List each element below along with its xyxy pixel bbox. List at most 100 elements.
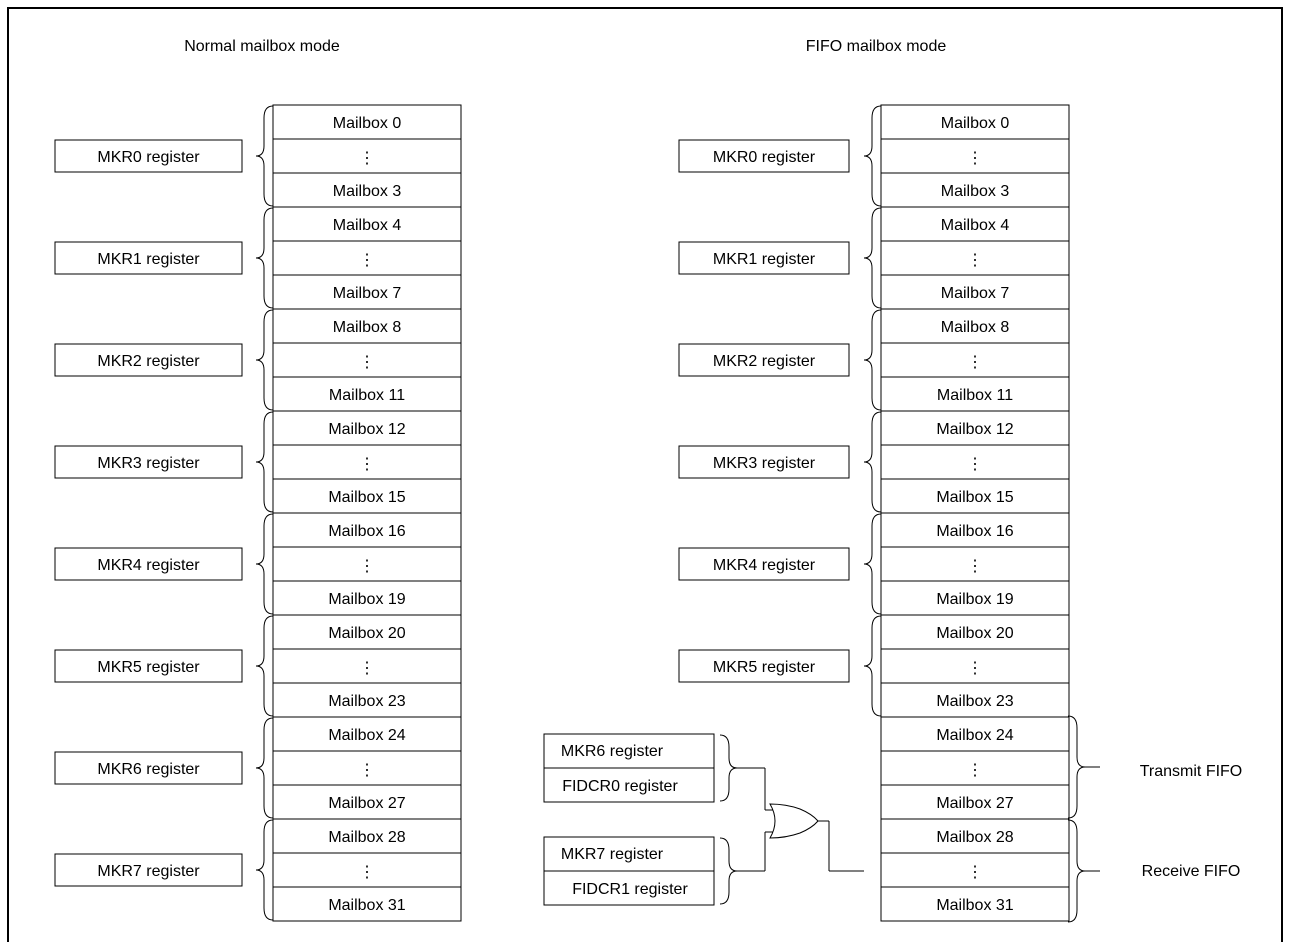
group-brace xyxy=(255,207,274,309)
transmit-fifo-label: Transmit FIFO xyxy=(1140,763,1243,780)
register-box xyxy=(678,445,850,479)
mailbox-cell xyxy=(272,444,462,480)
ellipsis-icon: ⋮ xyxy=(967,762,983,779)
register-pair-brace xyxy=(719,734,738,802)
group-brace xyxy=(863,309,882,411)
mailbox-label: Mailbox 20 xyxy=(328,625,405,642)
register-label: MKR4 register xyxy=(97,557,200,574)
mailbox-cell xyxy=(272,138,462,174)
mailbox-cell xyxy=(272,818,462,854)
mailbox-cell xyxy=(880,444,1070,480)
ellipsis-icon: ⋮ xyxy=(359,660,375,677)
mailbox-cell xyxy=(272,852,462,888)
mailbox-cell xyxy=(880,818,1070,854)
mailbox-cell xyxy=(272,274,462,310)
mailbox-label: Mailbox 15 xyxy=(936,489,1013,506)
mailbox-cell xyxy=(880,274,1070,310)
register-box xyxy=(54,343,243,377)
mailbox-cell xyxy=(880,206,1070,242)
mailbox-label: Mailbox 23 xyxy=(936,693,1013,710)
mailbox-label: Mailbox 4 xyxy=(941,217,1010,234)
ellipsis-icon: ⋮ xyxy=(359,864,375,881)
register-label: MKR1 register xyxy=(713,251,816,268)
or-gate-icon xyxy=(769,803,819,839)
normal-mode-title: Normal mailbox mode xyxy=(184,38,340,55)
register-label: MKR7 register xyxy=(97,863,200,880)
group-brace xyxy=(255,717,274,819)
mailbox-label: Mailbox 27 xyxy=(936,795,1013,812)
register-box xyxy=(678,547,850,581)
ellipsis-icon: ⋮ xyxy=(967,150,983,167)
mailbox-label: Mailbox 12 xyxy=(328,421,405,438)
register-label: MKR7 register xyxy=(561,846,664,863)
ellipsis-icon: ⋮ xyxy=(359,456,375,473)
mailbox-label: Mailbox 24 xyxy=(328,727,405,744)
register-box xyxy=(543,733,715,769)
mailbox-label: Mailbox 8 xyxy=(333,319,402,336)
group-brace xyxy=(863,513,882,615)
ellipsis-icon: ⋮ xyxy=(359,354,375,371)
mailbox-label: Mailbox 19 xyxy=(936,591,1013,608)
mailbox-cell xyxy=(272,342,462,378)
mailbox-cell xyxy=(272,376,462,412)
register-label: MKR0 register xyxy=(713,149,816,166)
mailbox-cell xyxy=(880,308,1070,344)
receive-fifo-label: Receive FIFO xyxy=(1142,863,1241,880)
mailbox-label: Mailbox 0 xyxy=(941,115,1010,132)
mailbox-label: Mailbox 24 xyxy=(936,727,1013,744)
fifo-mode-title: FIFO mailbox mode xyxy=(806,38,947,55)
register-label: MKR0 register xyxy=(97,149,200,166)
mailbox-label: Mailbox 7 xyxy=(333,285,402,302)
mailbox-label: Mailbox 28 xyxy=(936,829,1013,846)
register-label: MKR4 register xyxy=(713,557,816,574)
mailbox-cell xyxy=(880,580,1070,616)
mailbox-cell xyxy=(272,750,462,786)
mailbox-label: Mailbox 23 xyxy=(328,693,405,710)
mailbox-cell xyxy=(272,308,462,344)
mailbox-cell xyxy=(880,852,1070,888)
mailbox-label: Mailbox 28 xyxy=(328,829,405,846)
register-label: MKR5 register xyxy=(97,659,200,676)
group-brace xyxy=(255,819,274,921)
register-label: MKR1 register xyxy=(97,251,200,268)
register-box xyxy=(54,547,243,581)
transmit-fifo-brace xyxy=(1067,715,1086,819)
mailbox-cell xyxy=(880,138,1070,174)
ellipsis-icon: ⋮ xyxy=(967,456,983,473)
mailbox-cell xyxy=(880,886,1070,922)
mailbox-label: Mailbox 31 xyxy=(936,897,1013,914)
outer-border xyxy=(7,7,1283,942)
ellipsis-icon: ⋮ xyxy=(967,252,983,269)
mailbox-cell xyxy=(272,546,462,582)
register-box xyxy=(678,139,850,173)
ellipsis-icon: ⋮ xyxy=(967,354,983,371)
mailbox-label: Mailbox 16 xyxy=(328,523,405,540)
mailbox-cell xyxy=(880,546,1070,582)
mailbox-cell xyxy=(880,614,1070,650)
register-label: MKR5 register xyxy=(713,659,816,676)
mailbox-label: Mailbox 11 xyxy=(329,387,405,404)
mailbox-cell xyxy=(272,240,462,276)
register-box xyxy=(678,241,850,275)
mailbox-label: Mailbox 8 xyxy=(941,319,1010,336)
mailbox-cell xyxy=(272,478,462,514)
register-box xyxy=(543,767,715,803)
register-box xyxy=(543,870,715,906)
mailbox-label: Mailbox 20 xyxy=(936,625,1013,642)
mailbox-cell xyxy=(272,410,462,446)
mailbox-cell xyxy=(880,240,1070,276)
ellipsis-icon: ⋮ xyxy=(359,762,375,779)
mailbox-cell xyxy=(880,376,1070,412)
group-brace xyxy=(863,105,882,207)
group-brace xyxy=(255,615,274,717)
mailbox-label: Mailbox 11 xyxy=(937,387,1013,404)
register-pair-brace xyxy=(719,837,738,905)
mailbox-cell xyxy=(272,886,462,922)
group-brace xyxy=(863,207,882,309)
register-box xyxy=(54,139,243,173)
mailbox-cell xyxy=(272,648,462,684)
mailbox-cell xyxy=(880,342,1070,378)
